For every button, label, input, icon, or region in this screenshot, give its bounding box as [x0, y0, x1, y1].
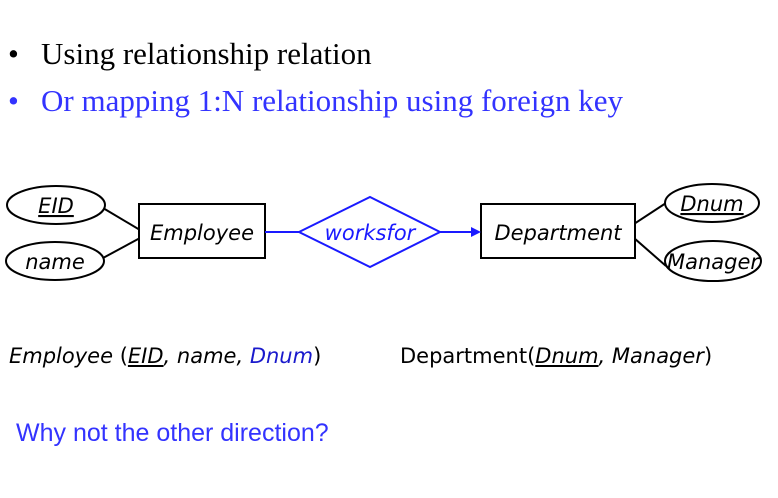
relationship-worksfor-label: worksfor [325, 221, 417, 245]
attribute-eid: EID [6, 185, 106, 225]
entity-employee: Employee [138, 203, 266, 259]
schema-paren-open: ( [527, 344, 536, 368]
entity-department-label: Department [494, 221, 622, 245]
schema-attr: name [176, 344, 237, 368]
schema-separator: , [163, 344, 177, 368]
attribute-manager: Manager [664, 240, 762, 282]
bullet-item-1: • Using relationship relation [8, 36, 372, 72]
employee-schema: Employee (EID, name, Dnum) [9, 344, 321, 368]
connector-name-employee [102, 237, 141, 259]
attribute-name-label: name [25, 250, 85, 274]
question-text: Why not the other direction? [16, 419, 329, 447]
schema-name: Employee [9, 344, 114, 368]
schema-key: EID [127, 344, 164, 368]
bullet-dot: • [8, 36, 19, 71]
attribute-dnum: Dnum [664, 183, 760, 223]
attribute-eid-label: EID [38, 194, 74, 218]
schema-paren-close: ) [313, 344, 322, 368]
bullet-item-2: • Or mapping 1:N relationship using forei… [8, 83, 623, 119]
schema-paren-open: ( [113, 344, 128, 368]
schema-foreign-key: Dnum [249, 344, 314, 368]
schema-key: Dnum [535, 344, 599, 368]
connector-eid-employee [102, 207, 141, 231]
bullet-text-1: Using relationship relation [41, 36, 372, 71]
entity-employee-label: Employee [150, 221, 254, 245]
bullet-dot: • [8, 83, 19, 118]
schema-paren-close: ) [703, 344, 713, 368]
schema-name: Department [400, 344, 528, 368]
schema-separator: , [236, 344, 250, 368]
attribute-name: name [5, 241, 105, 281]
schema-attr: Manager [611, 344, 704, 368]
attribute-dnum-label: Dnum [680, 192, 743, 216]
connector-dnum-department [633, 202, 667, 225]
schema-separator: , [598, 344, 612, 368]
entity-department: Department [480, 203, 636, 259]
arrow-head [471, 227, 481, 237]
attribute-manager-label: Manager [667, 250, 760, 274]
relationship-worksfor: worksfor [296, 195, 443, 269]
department-schema: Department(Dnum, Manager) [400, 344, 712, 368]
bullet-text-2: Or mapping 1:N relationship using foreig… [41, 83, 624, 118]
connector-manager-department [633, 237, 667, 267]
